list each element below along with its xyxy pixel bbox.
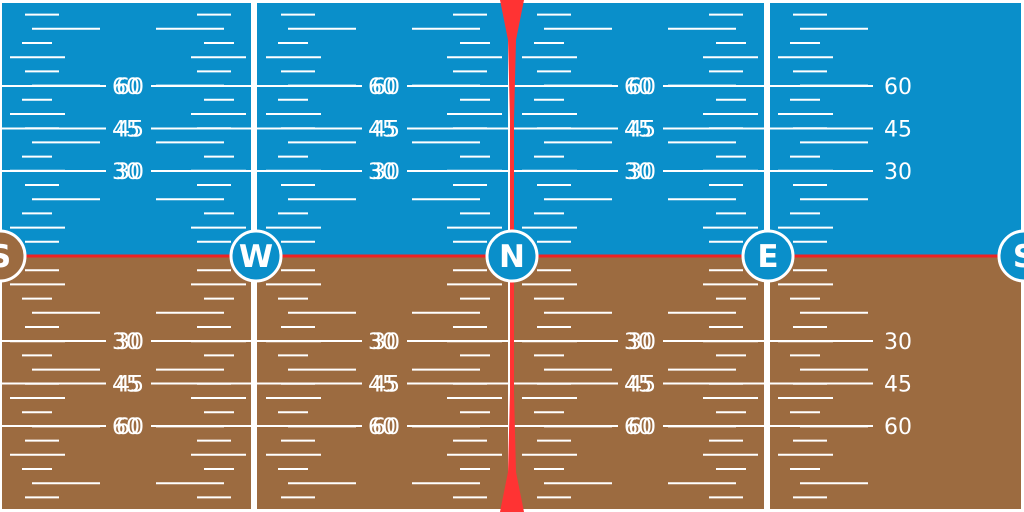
sky-pitch-label: 60	[884, 75, 912, 100]
sky-pitch-label: 30	[624, 160, 652, 185]
sky-pitch-label: 30	[368, 160, 396, 185]
ground-pitch-label: 60	[116, 415, 144, 440]
sky-pitch-label: 30	[116, 160, 144, 185]
sky-pitch-label: 30	[372, 160, 400, 185]
ground-pitch-label: 45	[368, 373, 396, 398]
sky-pitch-label: 30	[628, 160, 656, 185]
sky-pitch-label: 45	[624, 118, 652, 143]
ground-pitch-label: 45	[624, 373, 652, 398]
ground-pitch-label: 60	[624, 415, 652, 440]
ground-pitch-label: 30	[372, 330, 400, 355]
ground-pitch-label: 45	[116, 373, 144, 398]
cardinal-n: N	[485, 229, 539, 283]
ground-pitch-label: 30	[628, 330, 656, 355]
ground-pitch-label: 60	[628, 415, 656, 440]
ground-pitch-label: 60	[884, 415, 912, 440]
ground-pitch-label: 30	[624, 330, 652, 355]
cardinal-label: W	[239, 239, 273, 275]
cardinal-label: S	[1013, 239, 1024, 275]
ground-pitch-label: 30	[884, 330, 912, 355]
sky-pitch-label: 60	[368, 75, 396, 100]
cardinal-ring	[229, 229, 283, 283]
sky-pitch-label: 60	[116, 75, 144, 100]
ground-pitch-label: 60	[112, 415, 140, 440]
cardinal-w: W	[229, 229, 283, 283]
ground-pitch-label: 30	[368, 330, 396, 355]
cardinal-s-right: S	[997, 229, 1024, 283]
sky-pitch-label: 60	[624, 75, 652, 100]
sky-pitch-label: 45	[884, 118, 912, 143]
sky-pitch-label: 45	[372, 118, 400, 143]
sky-pitch-label: 45	[368, 118, 396, 143]
cardinal-ring	[485, 229, 539, 283]
sky-pitch-label: 60	[628, 75, 656, 100]
sky-pitch-label: 60	[372, 75, 400, 100]
pitch-labels: 6060606060606060454545454545454530303030…	[0, 75, 912, 440]
ground-pitch-label: 60	[368, 415, 396, 440]
cardinal-ring	[741, 229, 795, 283]
cardinal-e: E	[741, 229, 795, 283]
cardinal-markers: SWNES	[0, 229, 1024, 283]
cardinal-label: N	[499, 239, 525, 275]
cardinal-label: S	[0, 239, 11, 275]
sky-pitch-label: 45	[628, 118, 656, 143]
ground-pitch-label: 45	[884, 373, 912, 398]
ground-pitch-label: 30	[112, 330, 140, 355]
sky-pitch-label: 45	[112, 118, 140, 143]
sky-pitch-label: 45	[116, 118, 144, 143]
ground-pitch-label: 45	[628, 373, 656, 398]
sky-pitch-label: 30	[112, 160, 140, 185]
ground-pitch-label: 30	[116, 330, 144, 355]
ground-pitch-label: 60	[372, 415, 400, 440]
cardinal-ring	[0, 229, 27, 283]
ground-pitch-label: 45	[112, 373, 140, 398]
cardinal-ring	[997, 229, 1024, 283]
cardinal-label: E	[757, 239, 778, 275]
ground-pitch-label: 45	[372, 373, 400, 398]
sky-pitch-label: 30	[884, 160, 912, 185]
sky-pitch-label: 60	[112, 75, 140, 100]
cardinal-s-left: S	[0, 229, 27, 283]
